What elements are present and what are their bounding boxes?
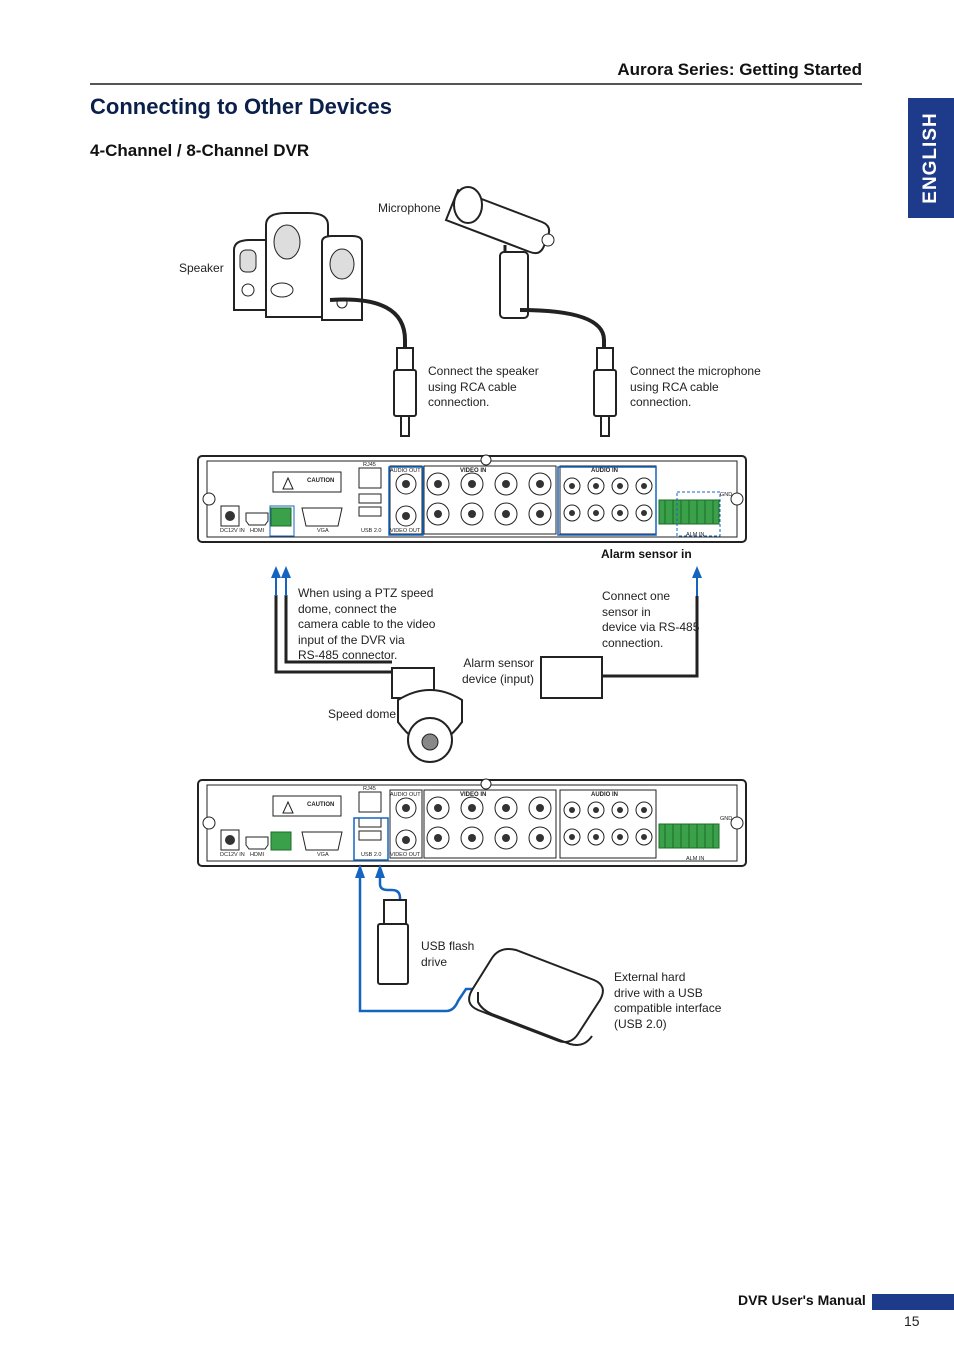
dvr2-usb: USB 2.0 [361,852,381,858]
dvr1-dc: DC12V IN [220,528,245,534]
connect-speaker-line-3: connection. [428,395,490,409]
dvr1-video-in: VIDEO IN [460,468,486,474]
speaker-image [233,212,363,321]
connect-sensor-line-4: connection. [602,635,664,650]
external-hdd-line-2: drive with a USB [614,985,703,1000]
rca-plug-microphone [593,347,617,437]
connect-sensor-line-2: sensor in [602,604,651,619]
page-title: Connecting to Other Devices [90,94,392,119]
connect-speaker-line-2: using RCA cable [428,379,517,394]
microphone-image [444,186,555,319]
dvr2-audio-in: AUDIO IN [591,792,618,798]
alarm-sensor-device-line-2: device (input) [462,671,535,686]
highlight-audio-in [557,466,657,536]
ptz-note: When using a PTZ speed dome, connect the… [298,586,435,664]
dvr2-video-in: VIDEO IN [460,792,486,798]
rca-plug-speaker [393,347,417,437]
alarm-sensor-box [540,656,603,699]
dvr2-dc: DC12V IN [220,852,245,858]
page-number: 15 [904,1313,920,1329]
highlight-audio-out [388,466,424,536]
alarm-sensor-in-label: Alarm sensor in [601,547,692,561]
external-hdd-image [468,948,604,1046]
ptz-note-line-3: camera cable to the video [298,617,436,631]
speaker-label: Speaker [179,261,224,275]
connect-speaker-line-1: Connect the speaker [428,364,539,378]
external-hdd-label: External hard drive with a USB compatibl… [614,970,721,1032]
external-hdd-line-3: compatible interface [614,1001,722,1015]
highlight-alarm-in [676,491,721,537]
alarm-sensor-device-label: Alarm sensor device (input) [462,656,534,687]
usb-flash-line-2: drive [421,954,448,969]
dvr-rear-panel-2: CAUTION RJ45 AUDIO OUT VIDEO IN AUDIO IN… [197,778,747,867]
dvr2-caution: CAUTION [307,802,334,808]
usb-flash-label: USB flash drive [421,939,474,970]
dvr1-rj45: RJ45 [363,462,376,468]
ptz-note-line-4: input of the DVR via [298,632,405,647]
dvr1-audio-in: AUDIO IN [591,468,618,474]
dvr2-gnd: GND [720,816,732,822]
connect-microphone-line-2: using RCA cable [630,379,719,394]
external-hdd-line-1: External hard [614,970,686,984]
dvr2-audio-out: AUDIO OUT [390,792,421,798]
series-title: Aurora Series: Getting Started [617,60,862,79]
footer-accent-bar [872,1294,954,1310]
language-tab: ENGLISH [908,98,954,218]
highlight-usb [353,817,389,861]
dvr2-hdmi: HDMI [250,852,265,858]
dvr2-vga: VGA [317,852,329,858]
speed-dome-label: Speed dome [328,707,397,721]
dvr1-gnd: GND [720,492,732,498]
ptz-note-line-5: RS-485 connector. [298,648,398,662]
dvr1-vga: VGA [317,528,329,534]
external-hdd-line-4: (USB 2.0) [614,1016,667,1031]
alarm-sensor-device-line-1: Alarm sensor [463,656,535,670]
dvr-rear-panel-1: CAUTION RJ45 AUDIO OUT VIDEO IN AUDIO IN… [197,454,747,543]
ptz-note-line-1: When using a PTZ speed [298,586,434,600]
dvr1-hdmi: HDMI [250,528,265,534]
dvr2-alm-in: ALM IN [686,856,704,862]
dvr1-video-out: VIDEO OUT [390,528,421,534]
speed-dome-image [391,667,463,763]
dvr2-rj45: RJ45 [363,786,376,792]
connect-microphone-note: Connect the microphone using RCA cable c… [630,364,761,411]
manual-title: DVR User's Manual [738,1292,866,1308]
dvr1-caution: CAUTION [307,478,334,484]
usb-flash-line-1: USB flash [421,939,475,953]
connect-speaker-note: Connect the speaker using RCA cable conn… [428,364,539,411]
highlight-rs485 [269,505,295,537]
usb-flash-drive-image [377,899,409,985]
dvr1-audio-out: AUDIO OUT [390,468,421,474]
dvr2-video-out: VIDEO OUT [390,852,421,858]
connect-sensor-note: Connect one sensor in device via RS-485 … [602,589,699,651]
dvr1-alm-in: ALM IN [686,532,704,538]
connect-sensor-line-3: device via RS-485 [602,620,700,634]
connect-microphone-line-1: Connect the microphone [630,364,761,378]
connect-microphone-line-3: connection. [630,395,692,409]
dvr1-usb: USB 2.0 [361,528,381,534]
section-subtitle: 4-Channel / 8-Channel DVR [90,141,310,160]
connect-sensor-line-1: Connect one [602,589,671,603]
ptz-note-line-2: dome, connect the [298,601,397,616]
header-rule [90,83,862,85]
microphone-label: Microphone [378,201,441,215]
